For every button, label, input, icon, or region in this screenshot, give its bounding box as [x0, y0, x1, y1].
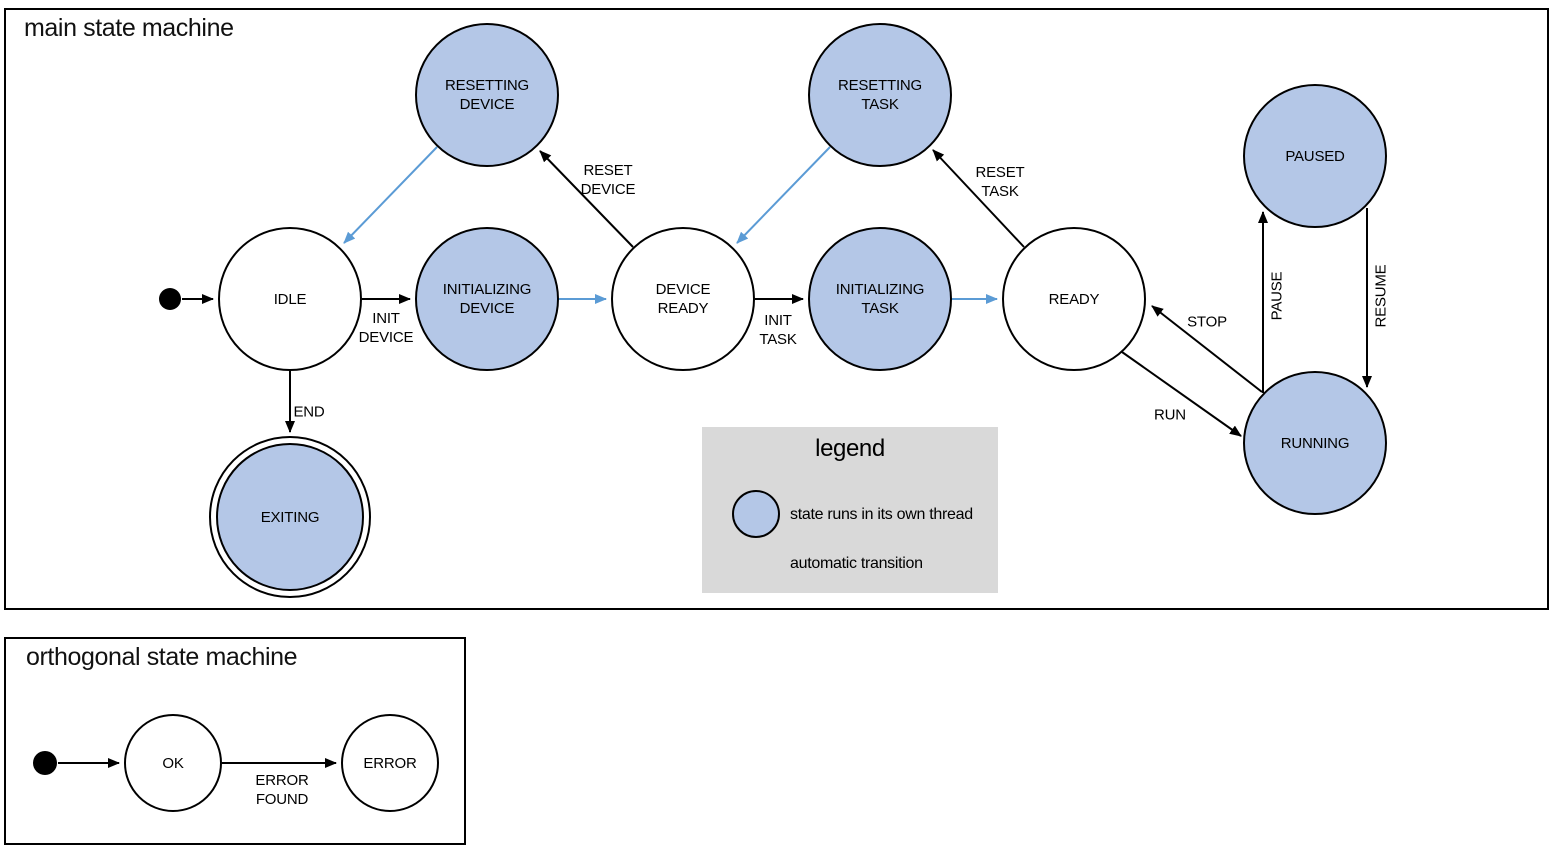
state-exiting-final-ring: EXITING [209, 436, 371, 598]
initial-state-dot-main [159, 288, 181, 310]
orthogonal-state-machine-title: orthogonal state machine [26, 643, 298, 671]
state-initializing-device: INITIALIZING DEVICE [415, 227, 559, 371]
transition-label-init-device: INIT DEVICE [358, 310, 414, 346]
state-initializing-task: INITIALIZING TASK [808, 227, 952, 371]
state-ok-label: OK [162, 754, 184, 772]
transition-label-stop: STOP [1187, 313, 1227, 331]
legend-panel: legend state runs in its own thread auto… [702, 427, 998, 593]
transition-label-resume: RESUME [1372, 264, 1390, 328]
state-error-label: ERROR [363, 754, 417, 772]
initial-state-dot-orthogonal [33, 751, 57, 775]
state-paused-label: PAUSED [1285, 147, 1345, 165]
transition-label-end: END [293, 403, 325, 421]
state-ready: READY [1002, 227, 1146, 371]
transition-label-pause: PAUSE [1268, 271, 1286, 321]
legend-automatic-transition-label: automatic transition [790, 555, 923, 572]
state-running: RUNNING [1243, 371, 1387, 515]
state-initializing-task-label: INITIALIZING TASK [835, 281, 925, 317]
state-paused: PAUSED [1243, 84, 1387, 228]
transition-label-reset-device: RESET DEVICE [580, 162, 636, 198]
legend-thread-state-label: state runs in its own thread [790, 506, 973, 523]
state-initializing-device-label: INITIALIZING DEVICE [442, 281, 532, 317]
transition-label-error-found: ERROR FOUND [255, 772, 309, 808]
state-idle: IDLE [218, 227, 362, 371]
state-resetting-task-label: RESETTING TASK [837, 77, 923, 113]
transition-label-reset-task: RESET TASK [975, 164, 1025, 200]
state-resetting-device-label: RESETTING DEVICE [444, 77, 530, 113]
state-exiting-label: EXITING [260, 508, 320, 526]
state-running-label: RUNNING [1280, 434, 1350, 452]
state-resetting-device: RESETTING DEVICE [415, 23, 559, 167]
legend-thread-state-swatch [732, 490, 780, 538]
state-resetting-task: RESETTING TASK [808, 23, 952, 167]
state-ok: OK [124, 714, 222, 812]
state-error: ERROR [341, 714, 439, 812]
transition-label-run: RUN [1154, 406, 1186, 424]
main-state-machine-frame: main state machine [4, 8, 1549, 610]
state-exiting: EXITING [216, 443, 364, 591]
orthogonal-state-machine-frame: orthogonal state machine [4, 637, 466, 845]
state-device-ready: DEVICE READY [611, 227, 755, 371]
state-device-ready-label: DEVICE READY [655, 281, 711, 317]
transition-label-init-task: INIT TASK [759, 312, 797, 348]
state-ready-label: READY [1048, 290, 1100, 308]
main-state-machine-title: main state machine [24, 14, 234, 42]
legend-title: legend [815, 435, 885, 462]
state-idle-label: IDLE [273, 290, 307, 308]
